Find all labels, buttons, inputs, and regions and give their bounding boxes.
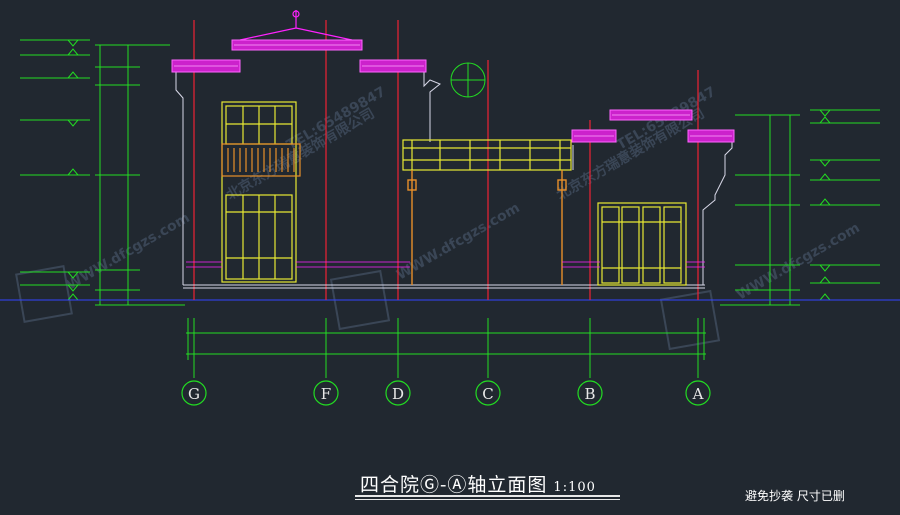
right-dimension-ladder — [720, 109, 880, 306]
title-underline-thin — [355, 499, 620, 500]
axis-bubble-g: G — [181, 380, 207, 406]
svg-text:D: D — [392, 385, 404, 403]
axis-bubble-f: F — [313, 380, 339, 406]
svg-text:C: C — [482, 385, 493, 403]
watermark-text-2: WWW.dfcgzs.com — [394, 200, 523, 283]
drawing-scale: 1:100 — [553, 480, 596, 495]
balcony-railing — [221, 143, 301, 177]
watermark-text-3: WWW.dfcgzs.com — [734, 220, 863, 303]
drawing-title-text: 四合院Ⓖ-Ⓐ轴立面图 — [360, 474, 548, 496]
svg-text:B: B — [584, 385, 595, 403]
copy-notice: 避免抄袭 尺寸已删 — [745, 489, 845, 503]
svg-text:G: G — [188, 385, 200, 403]
svg-text:F: F — [321, 385, 331, 403]
right-door-panels — [597, 202, 687, 286]
axis-bubbles: G F D C B A — [181, 380, 711, 406]
axis-bubble-c: C — [475, 380, 501, 406]
title-underline-thick — [355, 495, 620, 497]
axis-bubble-d: D — [385, 380, 411, 406]
axis-bubble-b: B — [577, 380, 603, 406]
left-dimension-ladder — [20, 39, 185, 306]
left-window-block — [221, 101, 297, 283]
round-window — [450, 62, 486, 98]
ridge-ornament — [239, 10, 353, 41]
roof-tile-details — [174, 44, 732, 137]
seal-mid — [329, 269, 391, 331]
seal-right — [659, 289, 721, 351]
corridor-railing — [402, 139, 572, 171]
corridor-columns — [407, 170, 567, 285]
axis-bubble-a: A — [685, 380, 711, 406]
plinth-steps — [186, 261, 705, 268]
watermark: WWW.dfcgzs.com WWW.dfcgzs.com WWW.dfcgzs… — [64, 84, 863, 304]
drawing-title: 四合院Ⓖ-Ⓐ轴立面图 1:100 — [360, 470, 596, 497]
seal-left — [15, 265, 73, 323]
bottom-dimensions — [186, 318, 706, 378]
watermark-seals — [15, 265, 721, 351]
svg-text:A: A — [692, 385, 704, 403]
